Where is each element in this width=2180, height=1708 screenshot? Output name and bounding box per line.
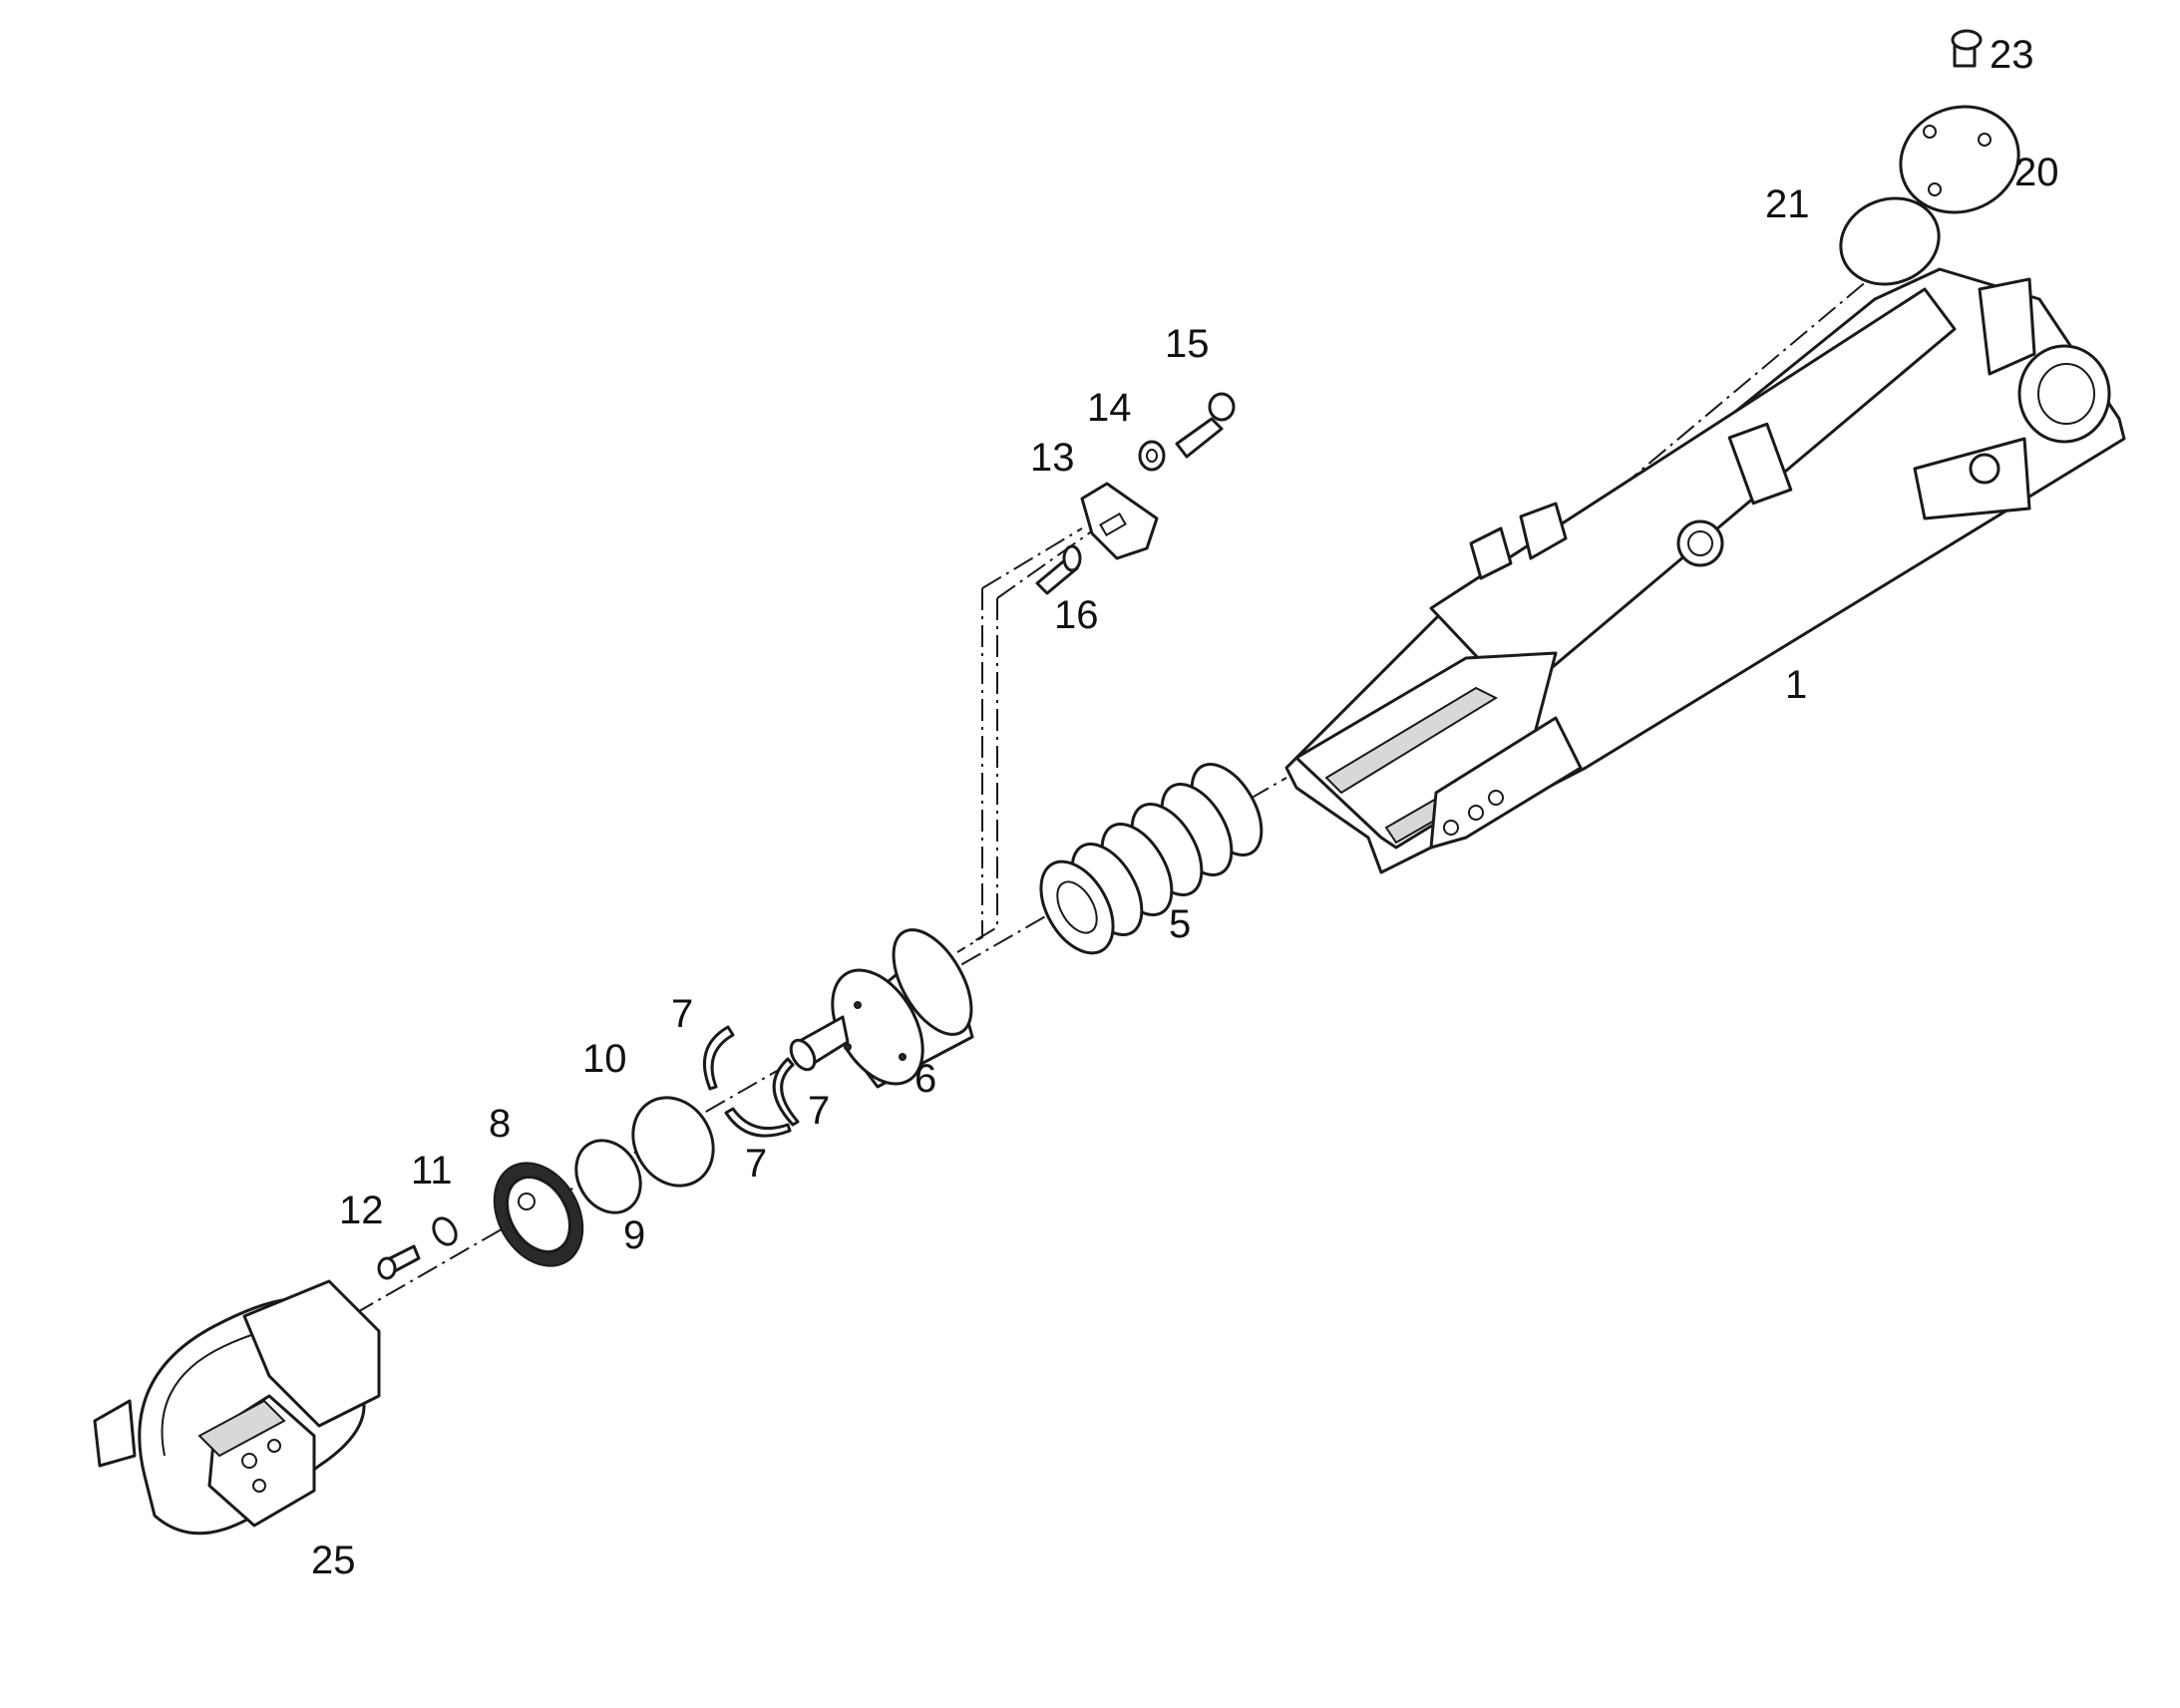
callout-1: 1 xyxy=(1785,663,1807,707)
part-16-grease-fitting xyxy=(1035,544,1082,595)
callout-8: 8 xyxy=(489,1102,511,1146)
callout-5: 5 xyxy=(1169,902,1191,946)
callout-labels: 1 5 6 7 7 7 8 9 10 11 12 13 14 15 16 20 … xyxy=(311,33,2059,1582)
callout-14: 14 xyxy=(1087,386,1132,430)
part-10-o-ring xyxy=(631,1096,715,1188)
part-6-cylinder xyxy=(789,928,974,1089)
callout-9: 9 xyxy=(623,1213,645,1257)
callout-20: 20 xyxy=(2014,151,2059,194)
callout-15: 15 xyxy=(1165,322,1210,366)
part-20-cover xyxy=(1899,105,2020,214)
callout-6: 6 xyxy=(914,1057,936,1101)
callout-12: 12 xyxy=(339,1189,384,1232)
part-1-track-frame xyxy=(1284,267,2126,874)
callout-23: 23 xyxy=(1990,33,2034,77)
callout-21: 21 xyxy=(1765,182,1810,226)
callout-16: 16 xyxy=(1054,593,1099,637)
part-15-screw xyxy=(1175,392,1236,459)
part-14-washer xyxy=(1138,440,1166,472)
part-11-washer xyxy=(432,1216,458,1246)
callout-25: 25 xyxy=(311,1538,356,1582)
callout-10: 10 xyxy=(582,1037,627,1081)
part-25-idler xyxy=(93,1279,381,1536)
callout-7-right: 7 xyxy=(808,1089,830,1133)
part-23-bolt xyxy=(1951,29,1983,68)
part-5-spring xyxy=(1039,762,1264,955)
part-8-seal xyxy=(493,1162,584,1267)
callout-13: 13 xyxy=(1030,436,1075,480)
callout-7-bottom: 7 xyxy=(745,1142,767,1186)
part-9-o-ring xyxy=(574,1139,642,1214)
callout-11: 11 xyxy=(411,1149,453,1193)
part-13-clamp xyxy=(1080,482,1159,560)
part-12-bolt xyxy=(377,1244,421,1280)
callout-7-top: 7 xyxy=(671,992,693,1036)
part-7-retainers xyxy=(702,1025,800,1138)
part-21-o-ring xyxy=(1839,196,1941,286)
